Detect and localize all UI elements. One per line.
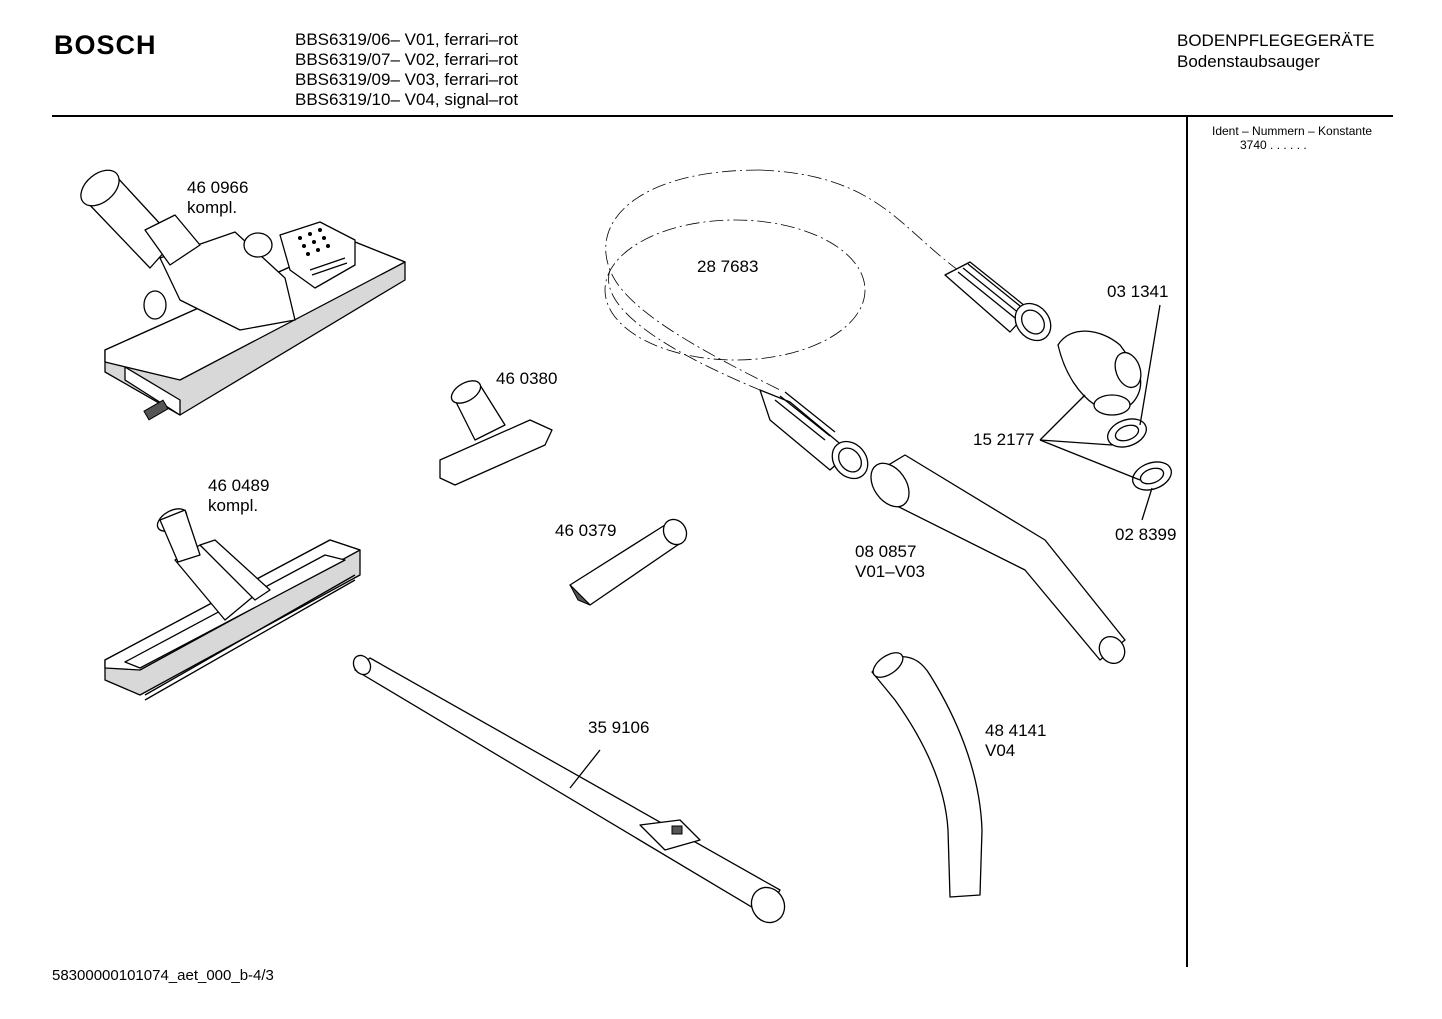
category-title: BODENPFLEGEGERÄTE [1177,31,1375,50]
extension-tube-drawing [352,654,786,924]
ident-block: Ident – Nummern – Konstante 3740 . . . .… [1212,124,1372,152]
model-line: BBS6319/10– V04, signal–rot [295,90,519,109]
part-note: V01–V03 [855,562,925,581]
part-label-460380: 46 0380 [496,369,557,389]
part-note: kompl. [208,496,259,515]
leader-lines [569,304,1161,789]
part-label-080857: 08 0857 V01–V03 [855,542,925,582]
part-number: 28 7683 [697,257,759,276]
rings-drawing [1107,418,1172,491]
part-note: V04 [985,741,1016,760]
part-number: 46 0380 [496,369,558,388]
part-number: 48 4141 [985,721,1047,740]
elbow-drawing [1057,330,1142,416]
hose-drawing [604,169,1052,480]
model-list: BBS6319/06– V01, ferrari–rot BBS6319/07–… [295,30,518,110]
parquet-nozzle-drawing [104,508,361,701]
part-label-460489: 46 0489 kompl. [208,476,269,516]
part-number: 35 9106 [588,718,650,737]
part-label-028399: 02 8399 [1115,525,1176,545]
curved-handle-drawing [871,652,983,898]
part-label-484141: 48 4141 V04 [985,721,1046,761]
handle-tube-drawing [870,454,1126,665]
upholstery-nozzle-drawing [439,380,553,486]
ident-label: Ident – Nummern – Konstante [1212,124,1373,138]
part-label-460379: 46 0379 [555,521,616,541]
document-code: 58300000101074_aet_000_b-4/3 [52,967,274,984]
part-label-287683: 28 7683 [697,257,758,277]
ident-value: 3740 . . . . . . [1240,138,1307,152]
part-number: 03 1341 [1107,282,1169,301]
side-divider [1186,117,1188,967]
part-label-460966: 46 0966 kompl. [187,178,248,218]
part-label-031341: 03 1341 [1107,282,1168,302]
part-label-152177: 15 2177 [973,430,1034,450]
header-divider [52,115,1393,117]
part-number: 08 0857 [855,542,917,561]
part-number: 46 0379 [555,521,617,540]
model-line: BBS6319/07– V02, ferrari–rot [295,50,519,69]
model-line: BBS6319/09– V03, ferrari–rot [295,70,519,89]
part-number: 15 2177 [973,430,1035,449]
part-number: 02 8399 [1115,525,1177,544]
crevice-tool-drawing [569,518,688,606]
part-note: kompl. [187,198,238,217]
model-line: BBS6319/06– V01, ferrari–rot [295,30,519,49]
category-block: BODENPFLEGEGERÄTE Bodenstaubsauger [1177,30,1374,72]
category-subtitle: Bodenstaubsauger [1177,52,1320,71]
part-number: 46 0489 [208,476,270,495]
floor-nozzle-drawing [80,169,406,421]
part-label-359106: 35 9106 [588,718,649,738]
brand-logo: BOSCH [54,30,157,60]
part-number: 46 0966 [187,178,249,197]
